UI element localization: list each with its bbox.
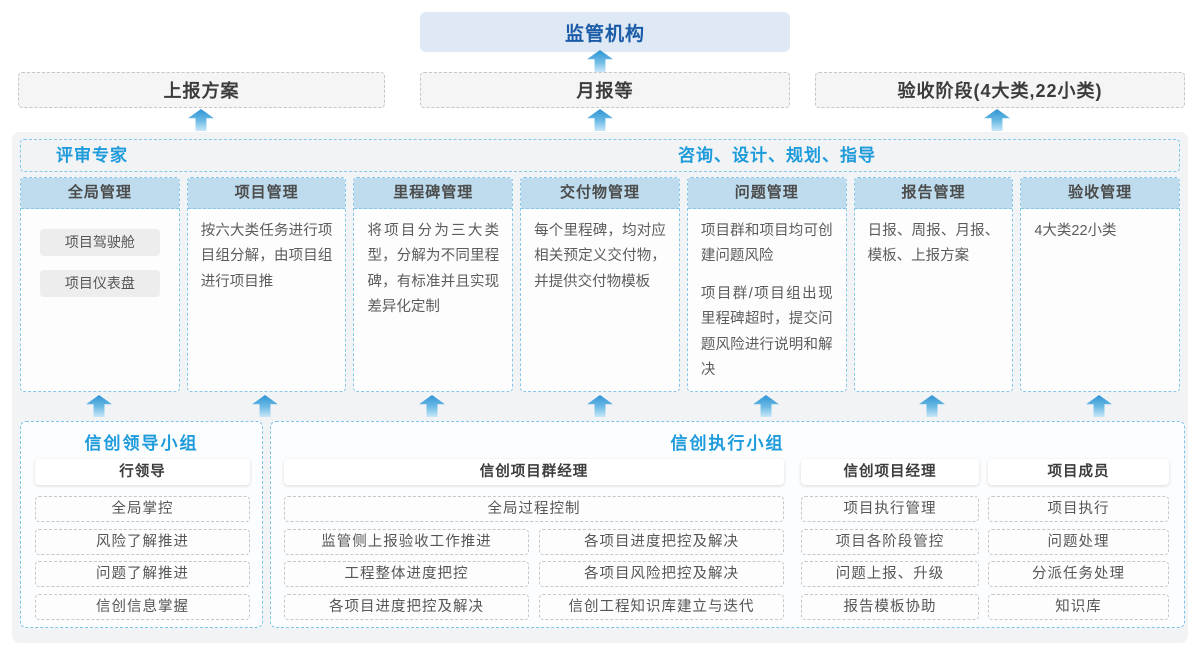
column-body: 日报、周报、月报、模板、上报方案 xyxy=(855,209,1013,391)
regulator-box: 监管机构 xyxy=(420,12,790,52)
column-header: 验收管理 xyxy=(1021,178,1180,209)
column-text: 日报、周报、月报、模板、上报方案 xyxy=(867,223,1000,265)
column-header: 项目管理 xyxy=(187,178,346,209)
leadership-item: 问题了解推进 xyxy=(35,561,250,587)
column-header: 里程碑管理 xyxy=(354,178,513,209)
column-body: 按六大类任务进行项目组分解，由项目组进行项目推 xyxy=(188,209,346,391)
stage-label: 上报方案 xyxy=(163,81,240,101)
leadership-item: 信创信息掌握 xyxy=(35,593,250,620)
execution-item: 各项目进度把控及解决 xyxy=(284,593,529,620)
execution-group-title: 信创执行小组 xyxy=(670,434,785,453)
regulator-label: 监管机构 xyxy=(564,23,645,45)
chip-project-dashboard: 项目仪表盘 xyxy=(39,270,160,297)
execution-item: 问题上报、升级 xyxy=(801,561,979,587)
execution-item: 报告模板协助 xyxy=(801,593,979,620)
stage-label: 验收阶段(4大类,22小类) xyxy=(897,81,1103,101)
leadership-item: 全局掌控 xyxy=(35,496,250,522)
execution-item: 项目执行 xyxy=(988,496,1169,522)
column-text: 4大类22小类 xyxy=(1034,223,1117,239)
column-body: 将项目分为三大类型，分解为不同里程碑，有标准并且实现差异化定制 xyxy=(354,209,512,391)
column-body: 4大类22小类 xyxy=(1021,209,1179,391)
stage-report-plan: 上报方案 xyxy=(18,72,385,108)
column-report-management: 报告管理 日报、周报、月报、模板、上报方案 xyxy=(853,177,1014,392)
execution-item: 分派任务处理 xyxy=(988,561,1169,587)
stage-monthly-report: 月报等 xyxy=(420,72,790,108)
column-header: 交付物管理 xyxy=(521,178,679,209)
role-program-manager: 信创项目群经理 xyxy=(284,459,784,485)
up-arrow-icon xyxy=(984,109,1010,131)
up-arrow-icon xyxy=(587,50,613,72)
leadership-item: 风险了解推进 xyxy=(35,528,250,555)
execution-item: 全局过程控制 xyxy=(284,496,784,522)
role-bank-leader: 行领导 xyxy=(35,459,250,485)
consulting-label: 咨询、设计、规划、指导 xyxy=(678,146,876,165)
execution-item: 工程整体进度把控 xyxy=(284,561,529,587)
column-text: 项目群和项目均可创建问题风险 xyxy=(700,223,833,265)
column-text: 将项目分为三大类型，分解为不同里程碑，有标准并且实现差异化定制 xyxy=(367,223,500,316)
execution-item: 信创工程知识库建立与迭代 xyxy=(539,593,784,620)
column-body: 项目驾驶舱 项目仪表盘 xyxy=(21,209,179,391)
column-text: 每个里程碑，均对应相关预定义交付物，并提供交付物模板 xyxy=(534,223,666,290)
column-milestone-management: 里程碑管理 将项目分为三大类型，分解为不同里程碑，有标准并且实现差异化定制 xyxy=(353,177,514,392)
leadership-group-box: 信创领导小组 行领导 全局掌控 风险了解推进 问题了解推进 信创信息掌握 xyxy=(20,421,263,628)
column-body: 每个里程碑，均对应相关预定义交付物，并提供交付物模板 xyxy=(521,209,679,391)
column-acceptance-management: 验收管理 4大类22小类 xyxy=(1020,177,1181,392)
execution-item: 问题处理 xyxy=(988,528,1169,555)
experts-strip: 评审专家 咨询、设计、规划、指导 xyxy=(20,139,1180,172)
up-arrow-icon xyxy=(188,109,214,131)
column-issue-management: 问题管理 项目群和项目均可创建问题风险 项目群/项目组出现里程碑超时，提交问题风… xyxy=(686,177,847,392)
execution-item: 各项目进度把控及解决 xyxy=(539,528,784,555)
review-experts-label: 评审专家 xyxy=(56,146,128,165)
column-body: 项目群和项目均可创建问题风险 项目群/项目组出现里程碑超时，提交问题风险进行说明… xyxy=(688,209,846,391)
column-global-management: 全局管理 项目驾驶舱 项目仪表盘 xyxy=(20,177,180,392)
column-deliverable-management: 交付物管理 每个里程碑，均对应相关预定义交付物，并提供交付物模板 xyxy=(520,177,680,392)
column-header: 全局管理 xyxy=(21,178,179,209)
role-project-member: 项目成员 xyxy=(988,459,1169,485)
column-project-management: 项目管理 按六大类任务进行项目组分解，由项目组进行项目推 xyxy=(186,177,347,392)
role-project-manager: 信创项目经理 xyxy=(801,459,979,485)
execution-item: 各项目风险把控及解决 xyxy=(539,561,784,587)
execution-item: 项目各阶段管控 xyxy=(801,528,979,555)
chip-project-cockpit: 项目驾驶舱 xyxy=(39,229,160,256)
column-text: 按六大类任务进行项目组分解，由项目组进行项目推 xyxy=(200,223,333,290)
execution-item: 监管侧上报验收工作推进 xyxy=(284,528,529,555)
stage-label: 月报等 xyxy=(576,81,634,101)
execution-item: 项目执行管理 xyxy=(801,496,979,522)
column-header: 报告管理 xyxy=(854,178,1013,209)
stage-acceptance: 验收阶段(4大类,22小类) xyxy=(815,72,1185,108)
management-columns: 全局管理 项目驾驶舱 项目仪表盘 项目管理 按六大类任务进行项目组分解，由项目组… xyxy=(20,177,1181,392)
up-arrow-icon xyxy=(587,109,613,131)
column-text: 项目群/项目组出现里程碑超时，提交问题风险进行说明和解决 xyxy=(700,285,833,378)
execution-item: 知识库 xyxy=(988,593,1169,620)
execution-group-box: 信创执行小组 信创项目群经理 全局过程控制 监管侧上报验收工作推进 工程整体进度… xyxy=(270,421,1185,628)
leadership-group-title: 信创领导小组 xyxy=(84,434,199,453)
column-header: 问题管理 xyxy=(687,178,846,209)
